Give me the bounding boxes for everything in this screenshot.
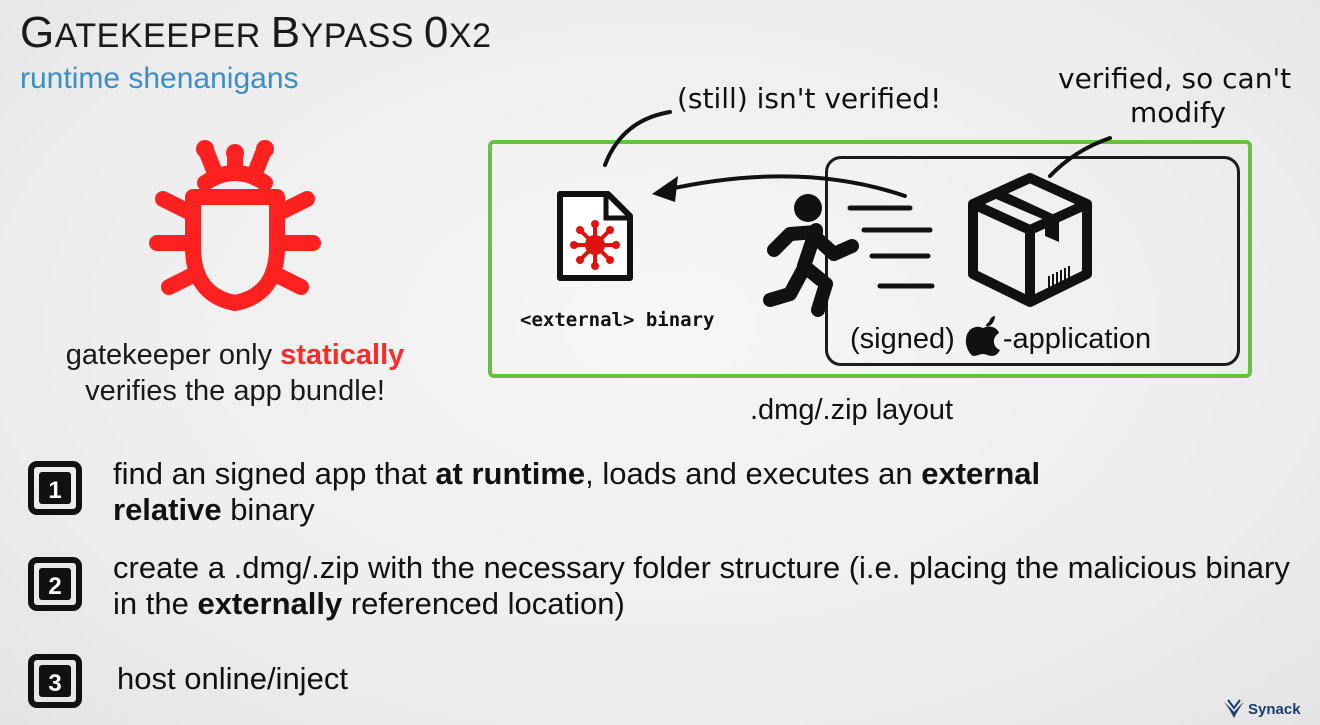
slide-title: GATEKEEPER BYPASS 0X2 [20,8,492,57]
slide-subtitle: runtime shenanigans [20,62,299,95]
dmg-zip-layout-label: .dmg/.zip layout [750,394,954,426]
package-box-icon [968,173,1092,307]
synack-logo-icon [1224,699,1244,718]
dmg-layout-box [488,140,1252,378]
bug-caption: gatekeeper only statically verifies the … [65,339,405,407]
step-1-icon: 1 [28,461,82,515]
signed-app-box [825,156,1240,366]
malicious-file-icon [557,191,633,281]
step-3-text: host online/inject [117,661,348,696]
synack-logo: Synack [1222,698,1314,722]
svg-text:3: 3 [48,670,61,697]
step-3-icon: 3 [28,654,82,708]
running-person-icon [763,194,935,317]
external-binary-label: <external> binary [520,309,715,331]
svg-text:2: 2 [48,573,61,600]
verified-note-line1: verified, so can't [1058,62,1292,95]
step-1-text: find an signed app that at runtime, load… [113,456,1041,527]
signed-application-label: (signed) -application [850,316,1151,356]
apple-logo-icon [965,316,1000,356]
step-2-text: create a .dmg/.zip with the necessary fo… [113,550,1290,621]
bug-icon [149,140,321,311]
not-verified-note: (still) isn't verified! [677,82,942,115]
synack-logo-text: Synack [1248,701,1301,718]
svg-text:1: 1 [48,477,61,504]
verified-note-line2: modify [1130,96,1226,129]
statically-highlight: statically [280,339,405,371]
step-2-icon: 2 [28,557,82,611]
